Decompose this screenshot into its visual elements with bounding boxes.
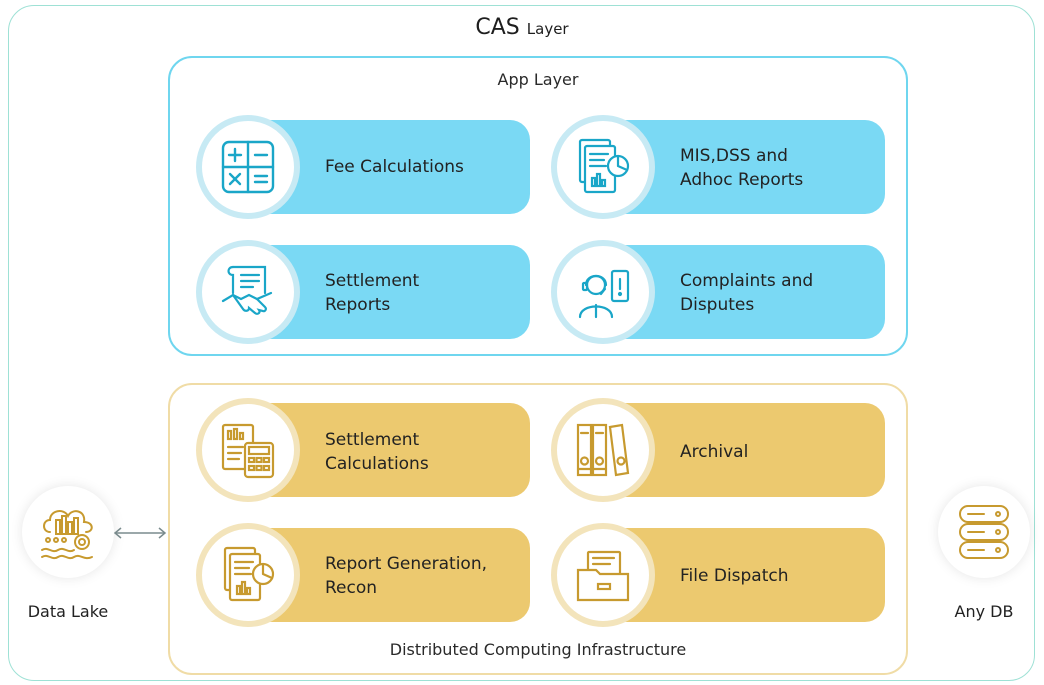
app-item-label: Fee Calculations	[325, 157, 464, 177]
app-item-label: Settlement Reports	[325, 271, 420, 315]
any-db-label: Any DB	[954, 602, 1014, 621]
bidirectional-arrow-icon	[113, 527, 167, 539]
cas-layer-title: CAS Layer	[0, 15, 1044, 40]
calculator-icon	[196, 115, 300, 219]
binders-icon	[551, 398, 655, 502]
app-item-label: Complaints and Disputes	[680, 271, 814, 315]
title-main: CAS	[475, 15, 520, 40]
file-drawer-icon	[551, 523, 655, 627]
report-chart-icon	[551, 115, 655, 219]
infrastructure-layer-box: Distributed Computing Infrastructure	[168, 383, 908, 675]
title-suffix: Layer	[526, 20, 569, 38]
ledger-calculator-icon	[196, 398, 300, 502]
infra-item-label: File Dispatch	[680, 566, 789, 586]
database-icon	[938, 486, 1030, 578]
app-layer-label: App Layer	[497, 70, 579, 89]
infra-item-label: Report Generation, Recon	[325, 554, 487, 598]
data-lake-label: Data Lake	[27, 602, 109, 621]
cloud-data-icon	[22, 486, 114, 578]
infra-item-label: Archival	[680, 442, 749, 462]
support-agent-icon	[551, 240, 655, 344]
infrastructure-layer-label: Distributed Computing Infrastructure	[389, 640, 687, 659]
cas-layer-container	[8, 5, 1035, 681]
report-chart-icon	[196, 523, 300, 627]
app-item-label: MIS,DSS and Adhoc Reports	[680, 146, 804, 190]
handshake-document-icon	[196, 240, 300, 344]
infra-item-label: Settlement Calculations	[325, 430, 429, 474]
app-layer-box: App Layer	[168, 56, 908, 356]
